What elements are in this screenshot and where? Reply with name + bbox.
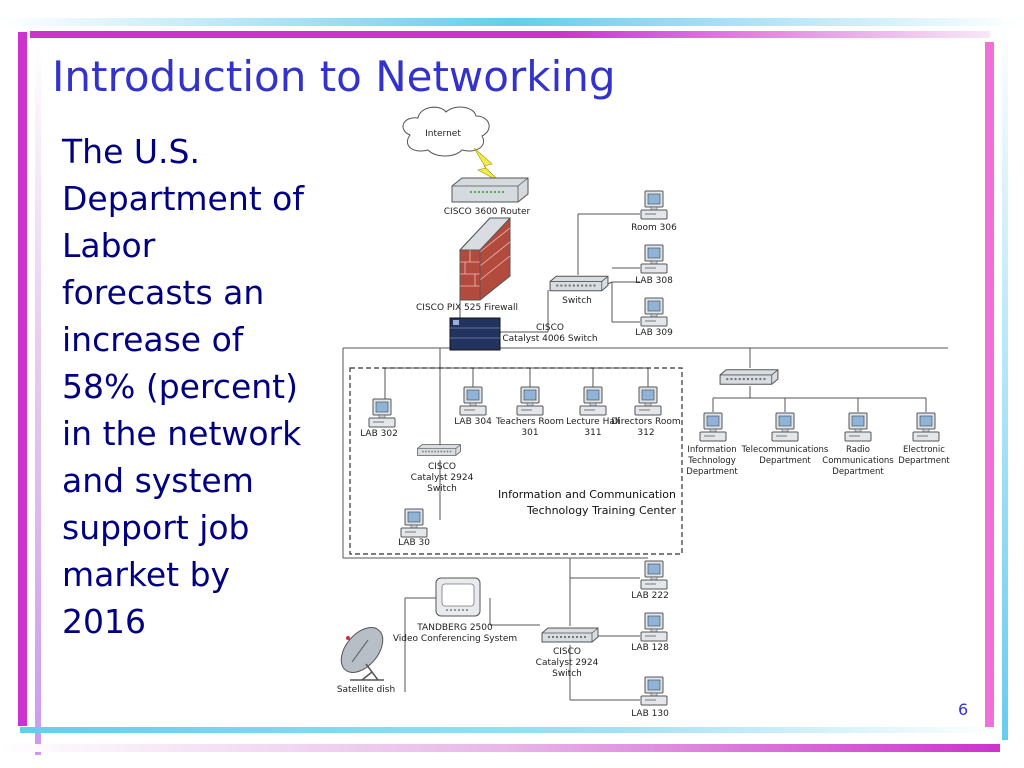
body-line: increase of: [62, 320, 244, 359]
satellite-label: Satellite dish: [337, 685, 395, 695]
left-magenta-bar: [18, 32, 27, 726]
top-magenta-bar: [30, 31, 990, 38]
core-switch-label-line: CISCO: [536, 323, 564, 333]
left-lavender-bar: [35, 40, 41, 755]
directors-room-label-line: 312: [637, 428, 654, 438]
bottom-cyan-bar: [20, 727, 1000, 733]
firewall-label: CISCO PIX 525 Firewall: [416, 303, 518, 313]
catalyst-top-label-line: Switch: [427, 484, 457, 494]
internet-cloud: Internet: [402, 106, 490, 157]
radio-dept-label-line: Communications: [822, 456, 894, 466]
switch-icon: [416, 443, 462, 457]
training-center-label-line: Information and Communication: [498, 488, 676, 501]
electronic-dept-label-line: Department: [898, 456, 950, 466]
radio-dept-label-line: Radio: [846, 445, 870, 455]
catalyst-bottom-label-line: Catalyst 2924: [536, 658, 599, 668]
it-dept-label-line: Technology: [687, 456, 736, 466]
telecom-dept-label-line: Telecommunications: [741, 445, 829, 455]
computer-icon: [368, 398, 396, 428]
bottom-magenta-bar: [0, 744, 1000, 752]
body-line: in the network: [62, 414, 302, 453]
computer-icon: [640, 244, 668, 274]
computer-icon: [771, 412, 799, 442]
top-gradient-bar: [0, 18, 1024, 26]
tandberg-label-line: Video Conferencing System: [393, 634, 517, 644]
teachers-room-label-line: Teachers Room: [495, 417, 564, 427]
training-center-boundary: [349, 367, 683, 555]
lab-128-label: LAB 128: [631, 643, 669, 653]
body-line: Department of: [62, 179, 304, 218]
teachers-room-label-line: 301: [521, 428, 538, 438]
right-magenta-bar: [985, 42, 994, 732]
core-switch-label-line: Catalyst 4006 Switch: [502, 334, 597, 344]
radio-dept-label-line: Department: [832, 467, 884, 477]
computer-icon: [699, 412, 727, 442]
computer-icon: [634, 386, 662, 416]
it-dept-label-line: Department: [686, 467, 738, 477]
core-switch-icon: [449, 317, 501, 351]
slide-number: 6: [958, 700, 969, 719]
it-dept-label-line: Information: [687, 445, 736, 455]
body-line: forecasts an: [62, 273, 265, 312]
room-306-label: Room 306: [631, 223, 677, 233]
router-icon: [451, 177, 529, 203]
slide-title: Introduction to Networking: [52, 52, 616, 101]
firewall-icon: [458, 217, 512, 301]
computer-icon: [400, 508, 428, 538]
right-cyan-bar: [1002, 18, 1008, 740]
switch-icon: [540, 626, 600, 644]
video-conferencing-icon: [435, 577, 481, 617]
network-diagram: Internet CISCO 3600 Router CISCO PIX 525…: [337, 106, 950, 719]
computer-icon: [516, 386, 544, 416]
body-line: Labor: [62, 226, 156, 265]
satellite-dish-icon: [340, 627, 384, 681]
computer-icon: [579, 386, 607, 416]
lab-302-label: LAB 302: [360, 429, 398, 439]
body-line: 2016: [62, 602, 146, 641]
lab-222-label: LAB 222: [631, 591, 669, 601]
body-line: market by: [62, 555, 231, 594]
lab-304-label: LAB 304: [454, 417, 492, 427]
body-text: The U.S. Department of Labor forecasts a…: [62, 128, 332, 645]
body-line: support job: [62, 508, 250, 547]
lightning-icon: [473, 147, 501, 183]
catalyst-top-label-line: CISCO: [428, 462, 456, 472]
lab-130-label: LAB 130: [631, 709, 669, 719]
telecom-dept-label-line: Department: [759, 456, 811, 466]
computer-icon: [640, 560, 668, 590]
catalyst-bottom-label-line: Switch: [552, 669, 582, 679]
directors-room-label-line: Directors Room: [611, 417, 680, 427]
switch-icon: [549, 275, 609, 292]
body-line: 58% (percent): [62, 367, 298, 406]
body-line: and system: [62, 461, 254, 500]
internet-label: Internet: [425, 129, 461, 139]
switch-top-label: Switch: [562, 296, 592, 306]
electronic-dept-label-line: Electronic: [903, 445, 945, 455]
catalyst-bottom-label-line: CISCO: [553, 647, 581, 657]
computer-icon: [640, 190, 668, 220]
computer-icon: [844, 412, 872, 442]
switch-icon: [718, 368, 780, 386]
lab-308-label: LAB 308: [635, 276, 673, 286]
computer-icon: [640, 612, 668, 642]
router-label: CISCO 3600 Router: [444, 207, 531, 217]
body-line: The U.S.: [62, 132, 200, 171]
lecture-hall-label-line: 311: [584, 428, 601, 438]
catalyst-top-label-line: Catalyst 2924: [411, 473, 474, 483]
computer-icon: [459, 386, 487, 416]
lab-30-label: LAB 30: [398, 538, 430, 548]
training-center-label-line: Technology Training Center: [526, 504, 677, 517]
lab-309-label: LAB 309: [635, 328, 673, 338]
lecture-hall-label-line: Lecture Hall: [566, 417, 620, 427]
computer-icon: [640, 676, 668, 706]
tandberg-label-line: TANDBERG 2500: [416, 623, 493, 633]
computer-icon: [640, 297, 668, 327]
computer-icon: [912, 412, 940, 442]
